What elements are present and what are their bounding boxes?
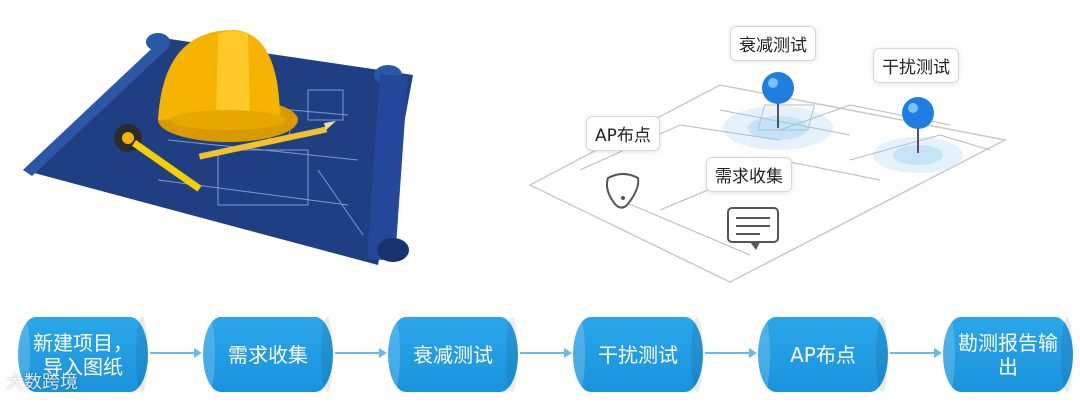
- demand-collection-callout: 需求收集: [706, 157, 792, 192]
- step-label: AP布点: [790, 343, 856, 367]
- step-label: 衰减测试: [413, 343, 493, 367]
- step-label: 干扰测试: [598, 343, 678, 367]
- step-ap-layout: AP布点: [758, 317, 888, 392]
- flow-arrow: [520, 352, 570, 354]
- step-label: 新建项目，导入图纸: [26, 331, 140, 379]
- blueprint-helmet-illustration: [18, 20, 448, 270]
- step-label: 需求收集: [228, 343, 308, 367]
- step-label: 勘测报告输出: [951, 331, 1065, 379]
- survey-process-flow: 新建项目，导入图纸 需求收集 衰减测试 干扰测试 AP布点 勘测报告输出: [0, 315, 1080, 395]
- flow-arrow: [335, 352, 385, 354]
- step-attenuation-test: 衰减测试: [388, 317, 518, 392]
- interference-test-callout: 干扰测试: [873, 48, 959, 83]
- ap-layout-callout: AP布点: [586, 116, 660, 151]
- flow-arrow: [890, 352, 940, 354]
- flow-arrow: [150, 352, 200, 354]
- step-survey-report: 勘测报告输出: [943, 317, 1073, 392]
- flow-arrow: [705, 352, 755, 354]
- attenuation-test-callout: 衰减测试: [730, 26, 816, 61]
- step-interference-test: 干扰测试: [573, 317, 703, 392]
- step-demand-collection: 需求收集: [203, 317, 333, 392]
